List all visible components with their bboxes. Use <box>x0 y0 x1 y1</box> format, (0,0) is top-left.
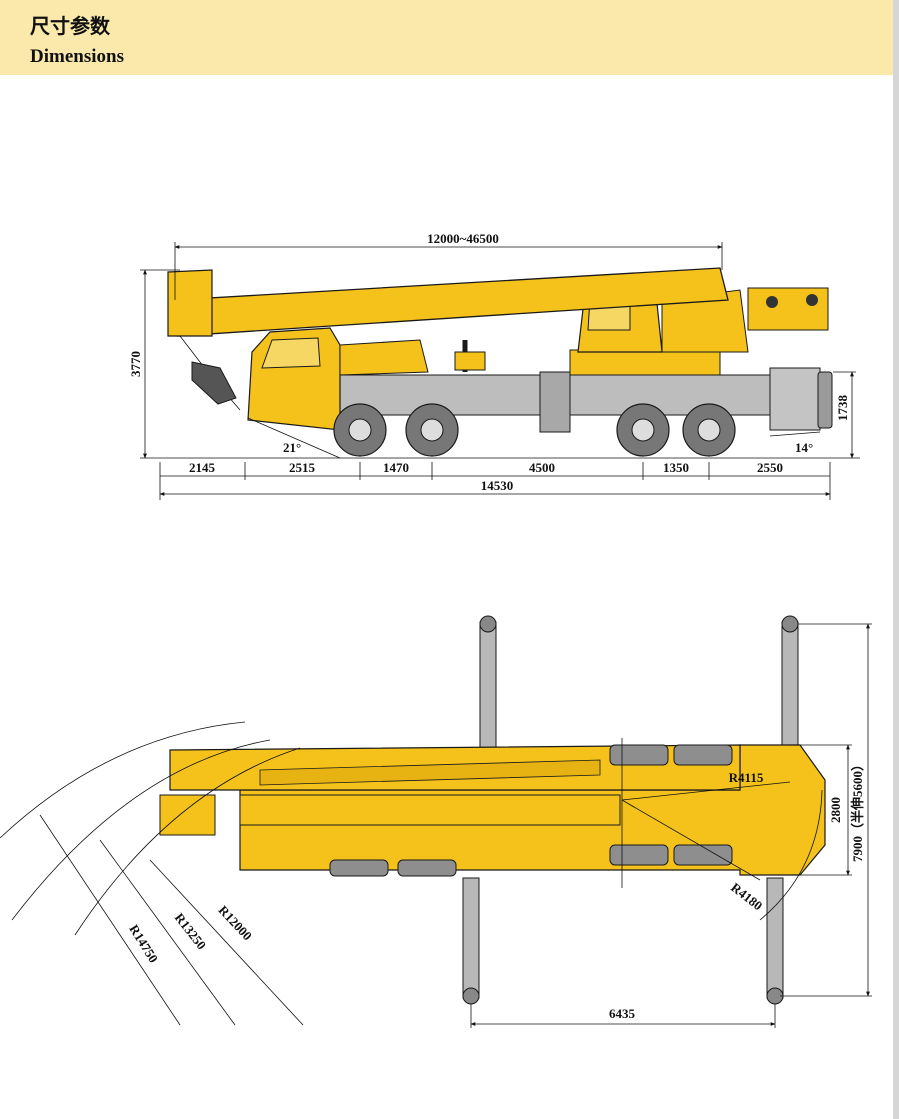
page-edge-bar <box>893 0 899 1119</box>
top-view: R14750 R13250 R12000 R4115 R4180 2800 79… <box>0 615 872 1028</box>
chassis-tank <box>539 371 571 433</box>
page-title-cn: 尺寸参数 <box>30 14 110 38</box>
overall-height-label: 3770 <box>128 351 143 377</box>
boom-lattice <box>259 759 601 786</box>
outrigger-length-label: 6435 <box>609 1006 636 1021</box>
segment-label: 2515 <box>289 460 316 475</box>
rear-outrigger-box <box>769 367 821 431</box>
turntable <box>569 349 721 376</box>
winch-drum-icon <box>806 294 818 306</box>
boom-head-top <box>159 794 216 836</box>
tail-radius-label: R4115 <box>729 770 764 785</box>
boom-head <box>167 269 213 337</box>
winch-drum-icon <box>766 296 778 308</box>
cab-window <box>261 337 321 369</box>
boom-rest <box>454 351 486 371</box>
rear-bumper <box>817 371 833 429</box>
wheels <box>333 403 736 457</box>
hook-block <box>191 361 237 405</box>
engine-cover <box>339 339 429 376</box>
width-label: 2800 <box>828 797 843 823</box>
segment-label: 1350 <box>663 460 689 475</box>
boom-length-label: 12000~46500 <box>427 231 499 246</box>
overall-length-label: 14530 <box>481 478 514 493</box>
turning-radius-label: R14750 <box>126 922 161 965</box>
rear-height-label: 1738 <box>835 395 850 422</box>
outrigger-span-label: 7900（半伸5600） <box>850 758 865 862</box>
counterweight <box>747 287 829 331</box>
segment-label: 2550 <box>757 460 783 475</box>
segment-label: 2145 <box>189 460 216 475</box>
side-view: 12000~46500 3770 1738 21° 14° 2145 2515 … <box>128 231 860 500</box>
front-radius-label: R4180 <box>728 880 765 914</box>
segment-label: 4500 <box>529 460 555 475</box>
departure-angle-label: 14° <box>795 440 813 455</box>
header-band: 尺寸参数 Dimensions <box>0 0 893 75</box>
tyres-top <box>329 744 733 877</box>
segment-label: 1470 <box>383 460 409 475</box>
boom-base-top <box>239 794 621 826</box>
approach-angle-label: 21° <box>283 440 301 455</box>
page-title-en: Dimensions <box>30 46 124 67</box>
